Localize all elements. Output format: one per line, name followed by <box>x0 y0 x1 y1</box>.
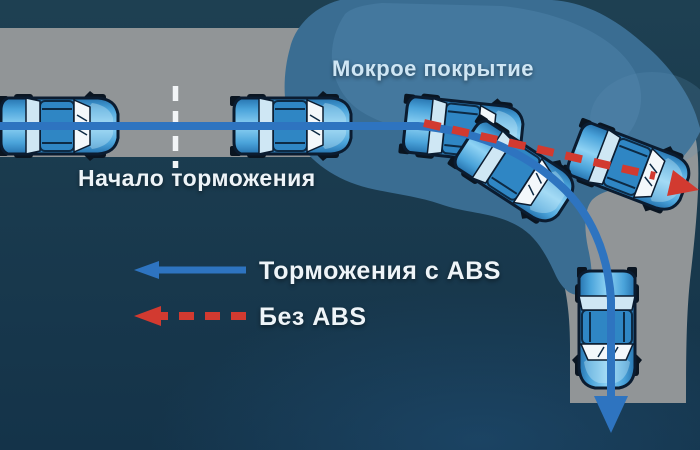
legend-no-abs-arrowhead-icon <box>134 306 161 326</box>
no-abs-trajectory-line <box>423 119 656 180</box>
legend-no-abs-label: Без ABS <box>259 303 367 331</box>
braking-start-label: Начало торможения <box>78 165 316 191</box>
legend-no-abs-item: Без ABS <box>134 303 367 331</box>
legend: Торможения с ABS Без ABS <box>134 257 501 331</box>
legend-abs-arrowhead-icon <box>134 261 159 279</box>
no-abs-trajectory-arrowhead <box>667 170 699 196</box>
abs-trajectory-arrowhead <box>594 396 628 433</box>
legend-abs-label: Торможения с ABS <box>259 257 501 285</box>
legend-abs-item: Торможения с ABS <box>134 257 501 285</box>
wet-surface-label: Мокрое покрытие <box>332 56 534 81</box>
background-glow <box>150 290 700 450</box>
